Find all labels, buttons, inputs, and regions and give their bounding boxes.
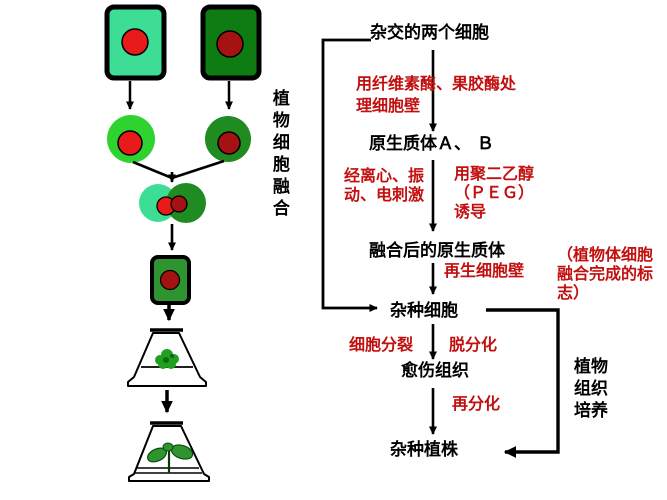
tissue-culture-line-1: 植物: [574, 357, 608, 377]
bracket-tissue-culture: [486, 308, 560, 458]
callus-blob: [155, 349, 179, 369]
mark-line-3: 志）: [557, 283, 590, 302]
label-redifferentiation: 再分化: [452, 394, 501, 413]
tissue-culture-line-2: 组织: [574, 379, 608, 399]
converge-lines: [132, 159, 225, 183]
tissue-culture-line-3: 培养: [574, 401, 608, 421]
enzyme-line-2: 理细胞壁: [356, 96, 421, 115]
mark-line-2: 融合完成的标: [557, 264, 654, 283]
protoplast-b: [205, 116, 251, 162]
hybrid-cell-shape: [150, 255, 191, 305]
label-fusion-complete-mark: （植物体细胞 融合完成的标 志）: [557, 245, 653, 302]
peg-line-3: 诱导: [454, 202, 487, 221]
callus-flask: [127, 328, 207, 387]
vertical-label-plant-cell-fusion: 植物细胞融合: [268, 89, 289, 221]
node-callus: 愈伤组织: [401, 361, 469, 381]
node-protoplasts-ab: 原生质体Ａ、 Ｂ: [369, 134, 494, 154]
peg-line-2: （ＰＥＧ）: [454, 183, 535, 202]
mark-line-1: （植物体细胞: [557, 245, 654, 264]
node-hybrid-cell: 杂种细胞: [390, 301, 458, 321]
node-fused-protoplast: 融合后的原生质体: [369, 241, 505, 261]
fusing-protoplasts: [139, 183, 206, 223]
label-peg-induction: 用聚二乙醇 （ＰＥＧ） 诱导: [454, 164, 534, 221]
label-tissue-culture: 植物 组织 培养: [574, 356, 608, 422]
label-physical-induction: 经离心、振 动、电刺激: [344, 166, 425, 204]
physical-line-2: 动、电刺激: [344, 184, 425, 204]
label-cell-division: 细胞分裂: [349, 335, 414, 354]
node-hybrid-plant: 杂种植株: [390, 440, 458, 460]
plantlet-flask: [128, 421, 210, 482]
label-dedifferentiation: 脱分化: [449, 335, 498, 354]
parent-cell-b: [200, 4, 262, 81]
physical-line-1: 经离心、振: [344, 166, 425, 185]
label-regenerate-wall: 再生细胞壁: [444, 261, 525, 280]
plantlet: [146, 442, 194, 473]
label-enzyme-treatment: 用纤维素酶、果胶酶处 理细胞壁: [356, 73, 516, 117]
parent-cell-a: [104, 4, 167, 81]
enzyme-line-1: 用纤维素酶、果胶酶处: [356, 74, 517, 93]
bracket-fusion-process: [321, 38, 378, 313]
peg-line-1: 用聚二乙醇: [454, 164, 535, 183]
protoplast-a: [107, 115, 155, 163]
node-hybridized-two-cells: 杂交的两个细胞: [370, 23, 489, 43]
